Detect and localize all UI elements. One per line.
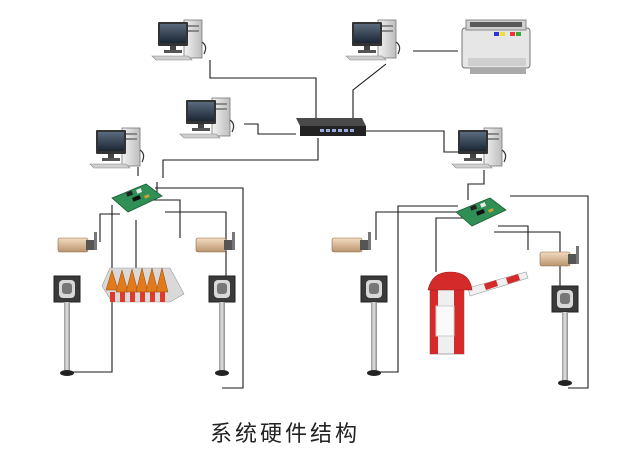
controller-board-icon <box>111 183 163 213</box>
computer-icon <box>345 19 401 61</box>
wire-right-camera <box>375 211 462 240</box>
wire-pc-mid <box>244 123 296 135</box>
card-reader-icon <box>208 275 236 377</box>
card-reader-icon <box>53 275 81 377</box>
card-reader-icon <box>360 275 388 377</box>
wire-right-outer <box>375 205 458 373</box>
wire-right-pc-board <box>467 170 485 200</box>
wire-left-reader-right <box>165 211 227 295</box>
wire-left-outer <box>68 205 113 373</box>
barrier-gate-icon <box>427 271 529 355</box>
card-reader-icon <box>551 285 579 387</box>
controller-board-icon <box>455 197 507 227</box>
road-blocker-icon <box>101 267 185 303</box>
wire-pc-top-right <box>352 63 387 118</box>
network-switch-icon <box>296 118 366 136</box>
computer-icon <box>151 19 207 61</box>
camera-icon <box>331 231 372 253</box>
wire-right-cam2 <box>498 225 529 250</box>
wire-right-gate <box>435 217 470 272</box>
wire-right-reader2 <box>494 231 561 300</box>
wire-pc-right <box>366 130 458 153</box>
diagram-caption: 系统硬件结构 <box>209 422 360 447</box>
wire-pc-top-left <box>209 60 317 118</box>
wire-left-camera <box>99 213 120 242</box>
computer-icon <box>451 127 507 169</box>
camera-icon <box>57 231 98 253</box>
wire-left-cam-right <box>150 199 181 238</box>
camera-icon <box>195 231 236 253</box>
printer-icon <box>461 19 531 74</box>
wires <box>68 50 589 389</box>
wire-right-far <box>510 195 589 389</box>
wire-left-far <box>155 187 244 389</box>
computer-icon <box>89 127 145 169</box>
wire-switch-board-left <box>162 138 319 178</box>
computer-icon <box>179 97 235 139</box>
